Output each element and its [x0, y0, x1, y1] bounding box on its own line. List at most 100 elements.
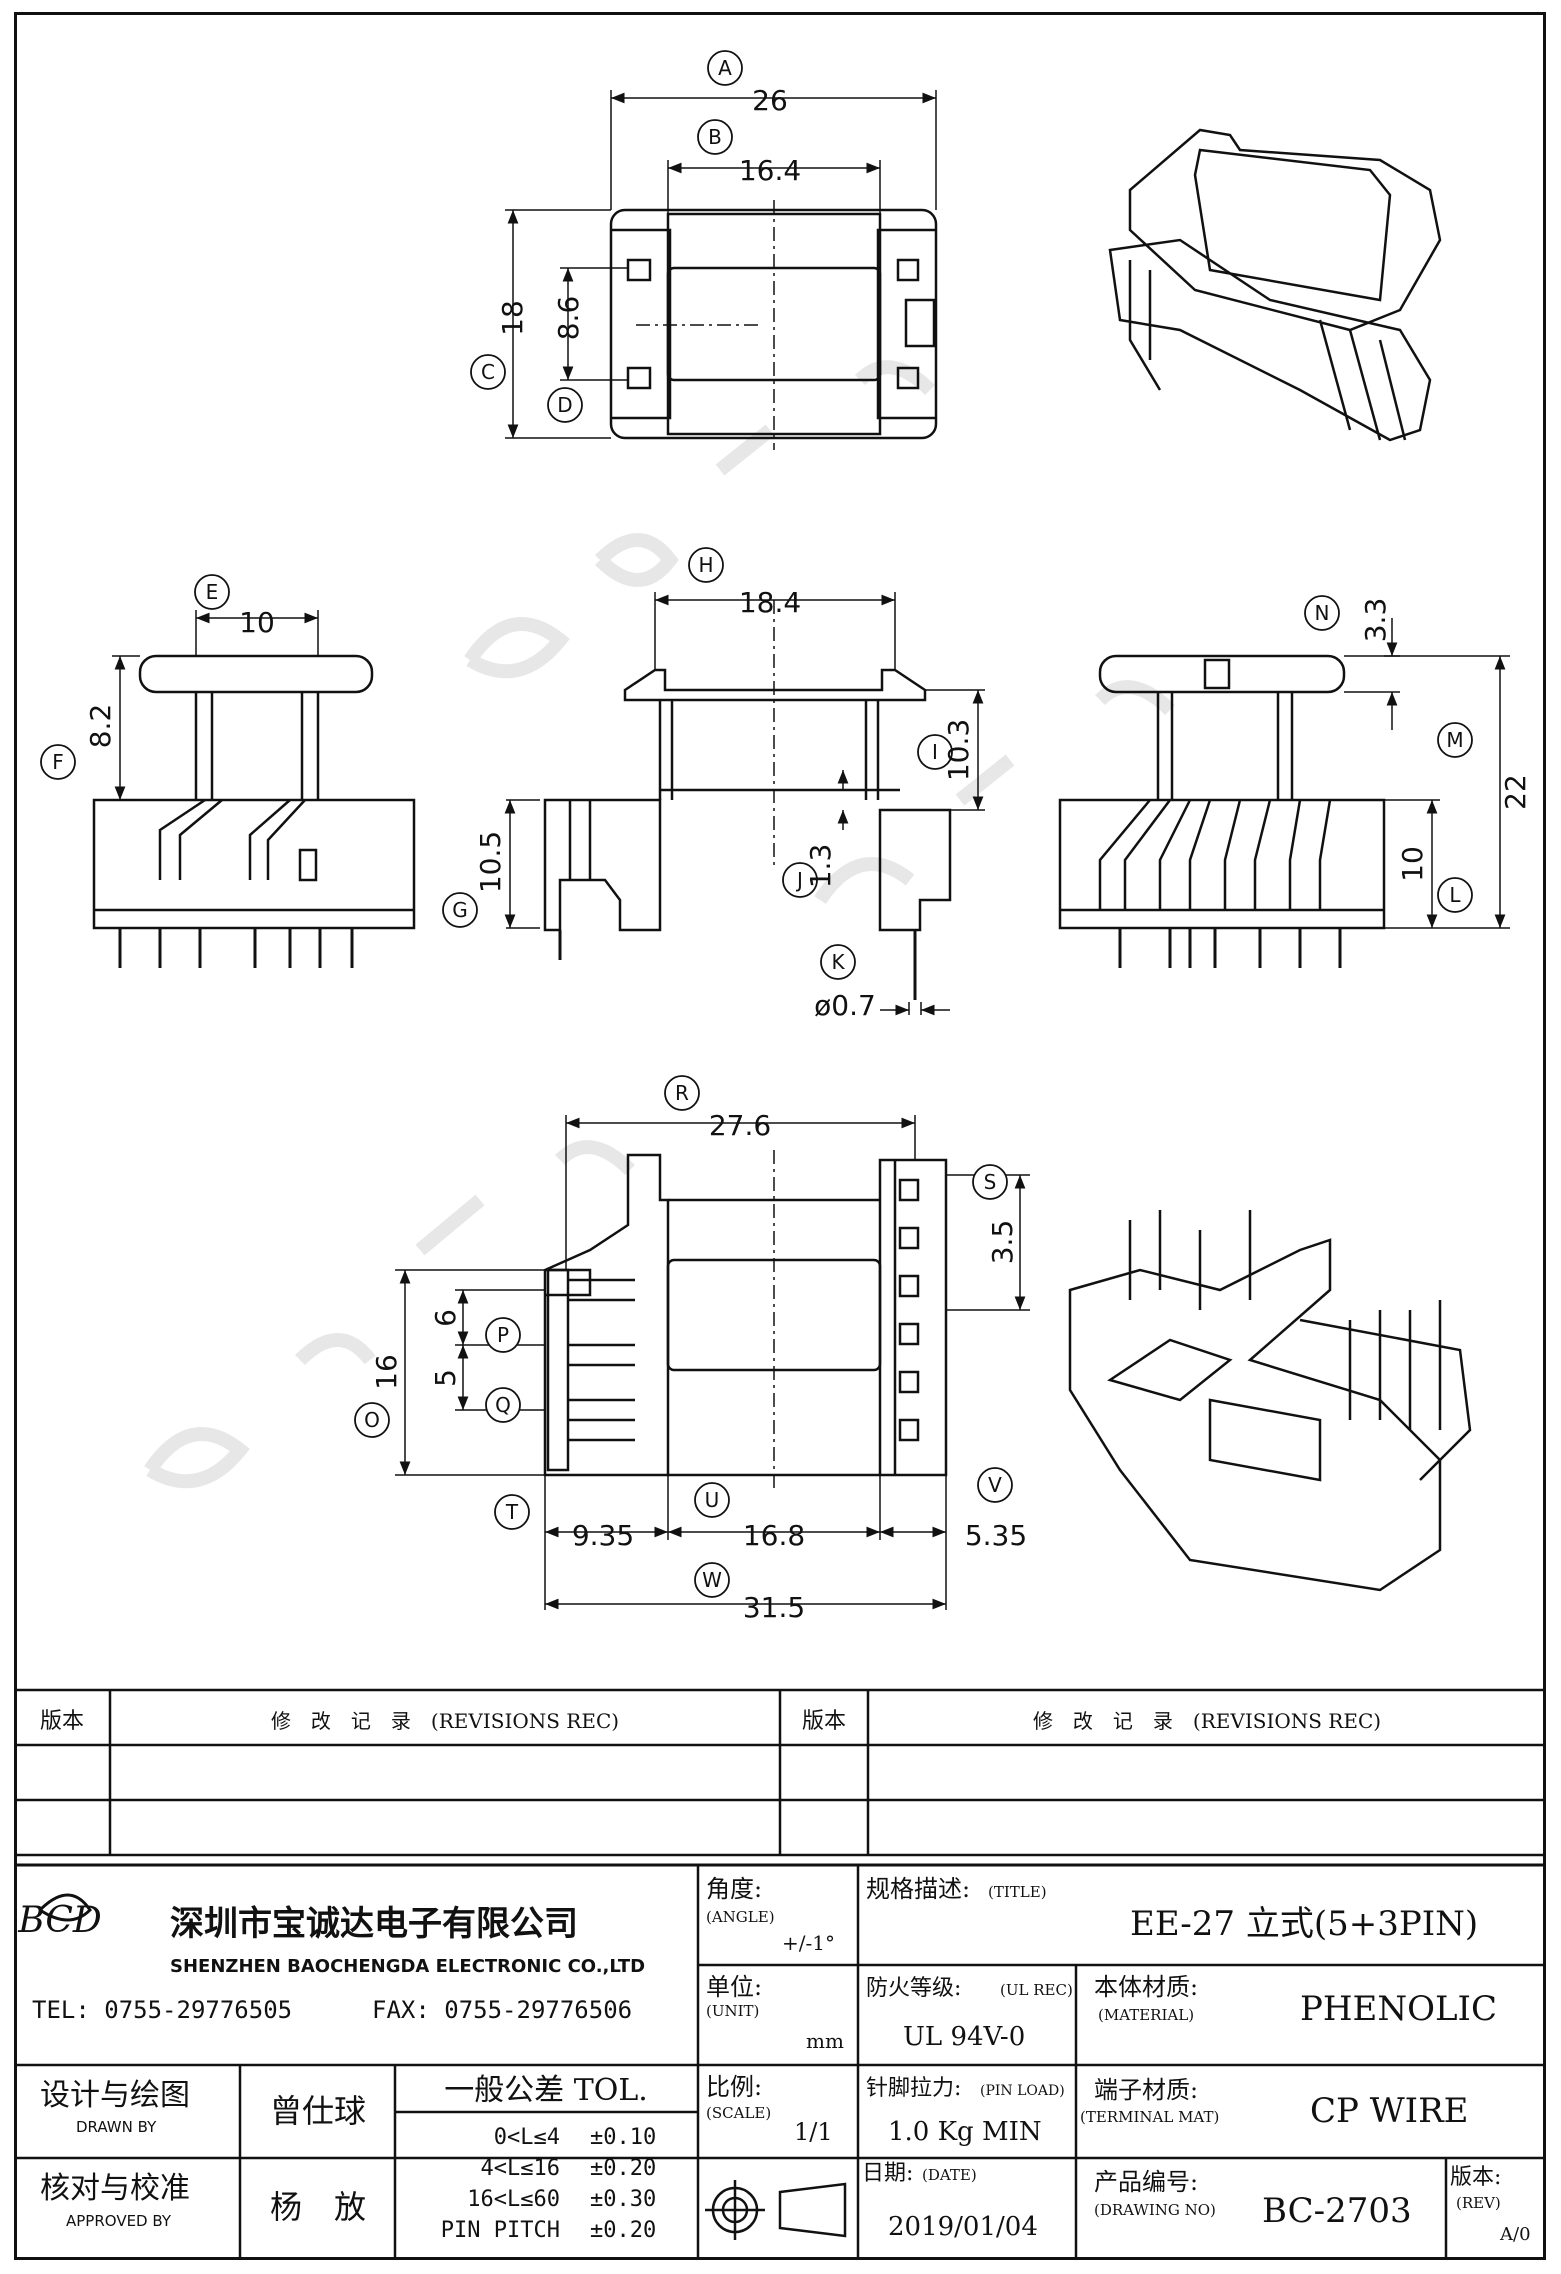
dim-value-g: 10.5 [474, 831, 507, 893]
company-name-cn: 深圳市宝诚达电子有限公司 [170, 1904, 578, 1944]
balloon-label-j: J [795, 868, 803, 892]
top-view-dims [505, 90, 937, 439]
drawing-frame [14, 12, 1546, 2260]
tol-range-0: 0<L≤4 [494, 2125, 560, 2150]
balloon-label-q: Q [495, 1393, 511, 1417]
material-value: PHENOLIC [1300, 1989, 1497, 2029]
dim-value-w: 31.5 [743, 1591, 805, 1624]
dim-value-t: 9.35 [572, 1519, 634, 1552]
watermark [144, 360, 1175, 1489]
material-label: 本体材质: [1094, 1973, 1198, 2001]
dim-value-b: 16.4 [739, 154, 801, 187]
ul-label: 防火等级: [866, 1976, 961, 2001]
isometric-view-bottom [1068, 1210, 1472, 1592]
angle-label: 角度: [706, 1875, 762, 1903]
balloon-q [485, 1387, 521, 1423]
balloon-c [470, 354, 506, 390]
rev-header-version-left: 版本 [40, 1709, 84, 1734]
rev-header-version-right: 版本 [802, 1709, 846, 1734]
terminal-label: 端子材质: [1094, 2076, 1198, 2104]
balloon-label-k: K [831, 950, 845, 974]
tol-value-2: ±0.30 [590, 2187, 656, 2212]
tol-range-2: 16<L≤60 [467, 2187, 560, 2212]
side-view [543, 600, 952, 1000]
balloon-label-u: U [705, 1488, 720, 1512]
balloon-label-m: M [1446, 728, 1463, 752]
dim-value-v: 5.35 [965, 1519, 1027, 1552]
tol-value-1: ±0.20 [590, 2156, 656, 2181]
balloon-e [194, 574, 230, 610]
balloon-r [664, 1075, 700, 1111]
pin-value: 1.0 Kg MIN [888, 2117, 1042, 2147]
balloon-label-b: B [708, 125, 722, 149]
drawing-no-en: (DRAWING NO) [1094, 2201, 1216, 2219]
bottom-view [543, 1150, 948, 1490]
balloon-label-l: L [1449, 883, 1461, 907]
dim-value-a: 26 [752, 84, 788, 117]
dim-value-c: 18 [496, 300, 529, 336]
front-view [92, 654, 416, 968]
dim-value-k: ø0.7 [814, 989, 876, 1022]
balloon-i [917, 734, 953, 770]
dim-value-n: 3.3 [1359, 598, 1392, 643]
dim-value-l: 10 [1396, 846, 1429, 882]
title-block [14, 1688, 1546, 2260]
tol-value-0: ±0.10 [590, 2125, 656, 2150]
balloon-t [494, 1494, 530, 1530]
scale-value: 1/1 [794, 2118, 833, 2146]
balloon-label-f: F [52, 750, 64, 774]
drawn-label: 设计与绘图 [40, 2078, 190, 2113]
dim-value-m: 22 [1499, 774, 1532, 810]
rev-en: (REV) [1456, 2194, 1501, 2212]
balloon-label-a: A [718, 56, 732, 80]
title-label: 规格描述: [866, 1875, 970, 1903]
unit-en: (UNIT) [706, 2002, 759, 2020]
balloon-label-d: D [557, 393, 572, 417]
dim-value-u: 16.8 [743, 1519, 805, 1552]
tol-range-3: PIN PITCH [441, 2218, 560, 2243]
balloon-v [977, 1467, 1013, 1503]
dim-value-j: 1.3 [804, 844, 837, 889]
pin-label: 针脚拉力: [866, 2076, 961, 2101]
balloon-a [707, 50, 743, 86]
end-view [1058, 654, 1386, 968]
balloon-label-g: G [452, 898, 468, 922]
company-fax: FAX: 0755-29776506 [372, 1996, 632, 2024]
balloon-s [972, 1164, 1008, 1200]
approved-label: 核对与校准 [40, 2171, 190, 2206]
side-view-dims [654, 592, 985, 1016]
company-name-en: SHENZHEN BAOCHENGDA ELECTRONIC CO.,LTD [170, 1956, 645, 1977]
drawing-no-value: BC-2703 [1262, 2191, 1412, 2231]
title-en: (TITLE) [988, 1883, 1047, 1901]
scale-en: (SCALE) [706, 2104, 771, 2122]
balloon-label-c: C [481, 360, 495, 384]
unit-label: 单位: [706, 1973, 762, 2001]
balloon-label-v: V [988, 1473, 1002, 1497]
balloon-p [485, 1317, 521, 1353]
angle-value: +/-1° [782, 1931, 835, 1955]
balloon-w [694, 1562, 730, 1598]
balloon-u [694, 1482, 730, 1518]
drawing-no-label: 产品编号: [1094, 2168, 1198, 2196]
balloon-label-h: H [698, 553, 713, 577]
balloon-label-o: O [364, 1408, 380, 1432]
balloon-label-w: W [702, 1568, 722, 1592]
terminal-en: (TERMINAL MAT) [1080, 2108, 1219, 2126]
tol-value-3: ±0.20 [590, 2218, 656, 2243]
company-logo: BCD [17, 1900, 102, 1941]
isometric-view-top [1108, 128, 1442, 442]
balloon-label-e: E [206, 580, 219, 604]
top-view [609, 200, 938, 450]
balloon-m [1437, 722, 1473, 758]
dim-value-r: 27.6 [709, 1109, 771, 1142]
dim-value-p: 6 [429, 1309, 462, 1327]
rev-header-records-right: 修 改 记 录 (REVISIONS REC) [1033, 1709, 1381, 1733]
title-value: EE-27 立式(5+3PIN) [1130, 1904, 1478, 1944]
angle-en: (ANGLE) [706, 1908, 775, 1926]
dim-value-o: 16 [370, 1354, 403, 1390]
balloon-f [40, 744, 76, 780]
drawn-value: 曾仕球 [270, 2092, 366, 2130]
balloon-label-p: P [497, 1323, 509, 1347]
pin-en: (PIN LOAD) [980, 2083, 1065, 2099]
